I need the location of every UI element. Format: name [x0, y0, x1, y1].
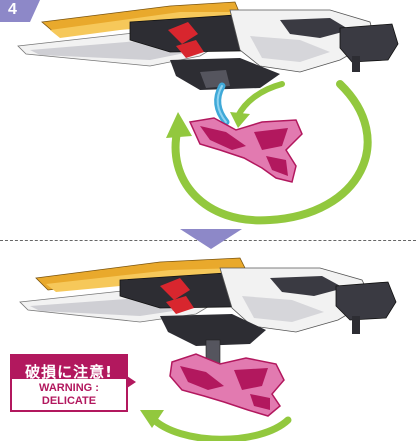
warning-callout: 破損に注意! WARNING : DELICATE: [10, 354, 136, 412]
warning-english-line2: DELICATE: [41, 395, 97, 407]
step-number: 4: [8, 1, 17, 18]
bottom-illustration: [19, 257, 397, 441]
warning-english-line1: WARNING :: [39, 382, 99, 394]
down-triangle-icon: [180, 229, 242, 249]
top-illustration: [17, 1, 399, 225]
warning-english: WARNING : DELICATE: [10, 382, 128, 408]
step-number-badge: 4: [0, 0, 40, 22]
warning-japanese: 破損に注意!: [25, 363, 113, 381]
